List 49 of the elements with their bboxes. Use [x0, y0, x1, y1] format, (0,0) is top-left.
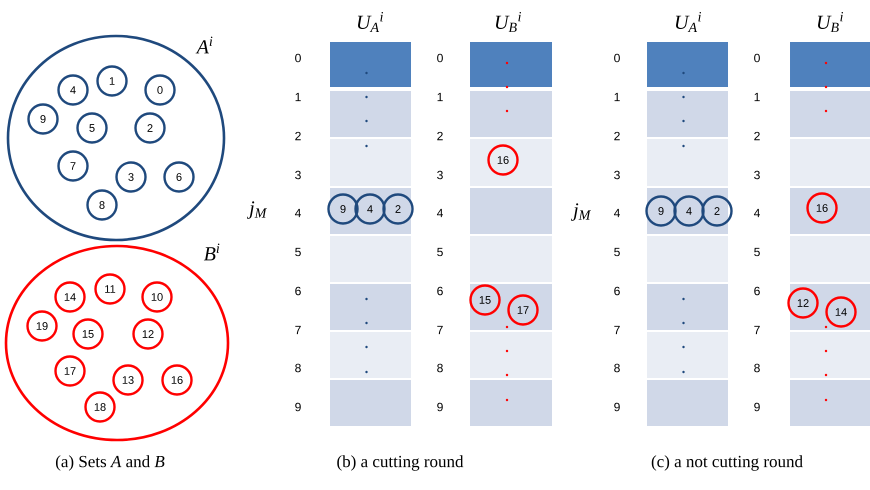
row-number: 0: [295, 54, 301, 62]
column-heading: U$_{A}$i: [676, 12, 702, 32]
row-number: 3: [614, 170, 620, 180]
row-number: 8: [614, 364, 620, 372]
row-number: 6: [295, 286, 301, 296]
column-heading: U$_{B}$i: [818, 12, 844, 32]
row-number: 0: [437, 54, 443, 62]
row-number: 1: [754, 92, 760, 102]
row-number: 6: [754, 286, 760, 296]
row-number: 2: [754, 132, 760, 140]
row-number: 2: [295, 132, 301, 140]
row-number: 0: [614, 54, 620, 62]
row-number: 8: [295, 364, 301, 372]
row-number: 9: [295, 402, 301, 412]
row-number: 7: [614, 326, 620, 334]
row-number: 3: [295, 170, 301, 180]
row-number: 4: [294, 208, 301, 218]
row-number: 4: [436, 208, 443, 218]
row-number: 1: [296, 92, 301, 102]
row-marker: j$_{M}$: [571, 203, 592, 221]
row-number: 4: [754, 208, 760, 218]
row-number: 1: [614, 92, 620, 102]
row-number: 9: [614, 402, 620, 412]
subfigure-caption: (c) a not cutting round: [652, 455, 803, 471]
row-number: 9: [754, 402, 760, 412]
subfigure-caption: (b) a cutting round: [337, 455, 464, 471]
row-number: 5: [295, 248, 301, 256]
row-number: 0: [754, 54, 760, 62]
column-heading: U$_{B}$i: [496, 12, 522, 32]
row-number: 4: [614, 208, 620, 218]
row-number: 7: [754, 326, 760, 334]
row-number: 8: [437, 364, 443, 372]
row-number: 6: [614, 286, 620, 296]
row-number: 7: [295, 326, 301, 334]
row-number: 2: [614, 132, 620, 140]
row-number: 3: [754, 170, 760, 180]
row-number: 7: [437, 326, 443, 334]
row-marker: j$_{M}$: [247, 201, 267, 219]
row-number: 2: [437, 132, 443, 140]
row-number: 5: [614, 248, 620, 256]
row-number: 8: [754, 364, 760, 372]
row-number: 9: [437, 402, 443, 412]
row-number: 1: [438, 92, 443, 102]
subfigure-caption: (a) Sets A and B: [56, 455, 164, 471]
row-number: 5: [754, 248, 760, 256]
row-number: 5: [437, 248, 443, 256]
row-number: 3: [437, 170, 443, 180]
row-number: 6: [437, 286, 443, 296]
column-heading: U$_{A}$i: [358, 12, 384, 32]
